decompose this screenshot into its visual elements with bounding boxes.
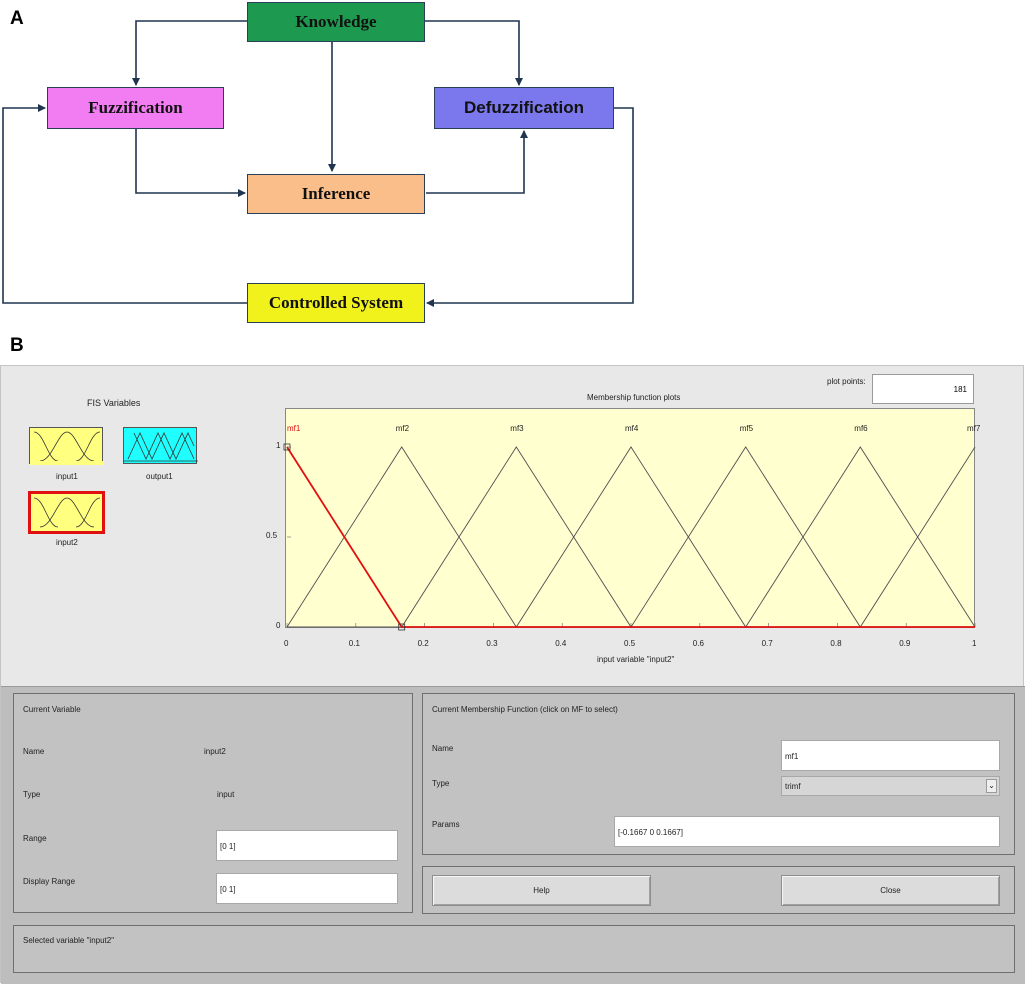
arrow-defuzzification-to-controlled — [426, 107, 634, 307]
mf-label-mf6[interactable]: mf6 — [854, 424, 868, 433]
mf-type-value: trimf — [785, 782, 801, 791]
x-tick-label: 0.7 — [761, 639, 773, 648]
fis-variable-input2[interactable] — [28, 491, 105, 534]
mf-label-mf2[interactable]: mf2 — [396, 424, 410, 433]
fis-variable-label: input1 — [56, 472, 78, 481]
mf-label-mf5[interactable]: mf5 — [740, 424, 754, 433]
mf-label-mf3[interactable]: mf3 — [510, 424, 524, 433]
x-tick-label: 0 — [284, 639, 289, 648]
mf-curve-mf1[interactable] — [286, 446, 975, 628]
help-button[interactable]: Help — [432, 875, 651, 906]
x-tick-label: 0.4 — [555, 639, 567, 648]
x-tick-label: 1 — [972, 639, 977, 648]
x-tick-label: 0.3 — [486, 639, 498, 648]
x-tick-label: 0.5 — [624, 639, 636, 648]
mf-label-mf1[interactable]: mf1 — [287, 424, 301, 433]
arrow-fuzzification-to-inference — [135, 129, 246, 197]
mf-name-label: Name — [432, 744, 454, 753]
variable-name-value: input2 — [204, 747, 226, 756]
x-tick-label: 0.6 — [692, 639, 704, 648]
range-input[interactable]: [0 1] — [216, 830, 398, 861]
x-tick-label: 0.9 — [899, 639, 911, 648]
x-tick-label: 0.2 — [417, 639, 429, 648]
mf-curve-mf7[interactable] — [287, 446, 976, 628]
y-tick-label: 1 — [276, 441, 281, 450]
fuzzification-box: Fuzzification — [47, 87, 224, 129]
current-variable-group: Current Variable Name input2 Type input … — [13, 693, 413, 913]
range-label: Range — [23, 834, 47, 843]
status-text: Selected variable "input2" — [23, 936, 115, 945]
display-range-input[interactable]: [0 1] — [216, 873, 398, 904]
mf-label-mf7[interactable]: mf7 — [967, 424, 981, 433]
controlled-system-box: Controlled System — [247, 283, 425, 323]
output-mf-thumbnail-icon — [124, 432, 198, 462]
fis-variable-label: input2 — [56, 538, 78, 547]
membership-function-editor: FIS Variables input1 output1 input2 plot… — [0, 365, 1025, 984]
fis-variable-input1[interactable] — [29, 427, 104, 465]
chevron-down-icon[interactable]: ⌄ — [986, 779, 997, 793]
fis-variables-title: FIS Variables — [87, 398, 141, 408]
arrow-controlled-to-fuzzification — [2, 104, 247, 304]
mf-curve-mf4[interactable] — [287, 446, 975, 628]
mf-handle[interactable] — [283, 443, 291, 451]
fis-variable-output1[interactable] — [123, 427, 198, 464]
mf-type-select[interactable]: trimf ⌄ — [781, 776, 1000, 796]
status-bar: Selected variable "input2" — [13, 925, 1015, 973]
plot-x-axis-label: input variable "input2" — [597, 655, 675, 664]
panel-label-a: A — [10, 8, 24, 29]
mf-handle[interactable] — [398, 623, 406, 631]
mf-curve-mf2[interactable] — [286, 446, 975, 628]
defuzzification-box: Defuzzification — [434, 87, 614, 129]
mf-label-mf4[interactable]: mf4 — [625, 424, 639, 433]
control-area: Current Variable Name input2 Type input … — [1, 686, 1025, 984]
variable-type-label: Type — [23, 790, 41, 799]
current-mf-group: Current Membership Function (click on MF… — [422, 693, 1015, 855]
panel-label-b: B — [10, 335, 24, 356]
x-tick-label: 0.8 — [830, 639, 842, 648]
arrow-knowledge-to-fuzzification — [132, 20, 247, 86]
arrow-knowledge-to-defuzzification — [425, 20, 523, 86]
mf-type-label: Type — [432, 779, 450, 788]
plot-points-input[interactable]: 181 — [872, 374, 974, 404]
input-mf-thumbnail-icon — [33, 497, 101, 528]
plot-points-label: plot points: — [827, 377, 866, 386]
block-diagram-arrows — [2, 20, 634, 307]
membership-function-plot[interactable]: mf2 mf3 mf4 mf5 mf6 mf7 mf1 — [283, 408, 981, 631]
x-tick-label: 0.1 — [348, 639, 360, 648]
mf-name-input[interactable]: mf1 — [781, 740, 1000, 771]
mf-curve-mf3[interactable] — [287, 446, 975, 628]
current-mf-title: Current Membership Function (click on MF… — [432, 705, 618, 714]
fis-variable-label: output1 — [146, 472, 173, 481]
params-label: Params — [432, 820, 460, 829]
arrow-inference-to-defuzzification — [426, 130, 528, 194]
current-variable-title: Current Variable — [23, 705, 81, 714]
y-tick-label: 0.5 — [266, 531, 278, 540]
variable-name-label: Name — [23, 747, 45, 756]
input-mf-thumbnail-icon — [30, 431, 104, 465]
knowledge-box: Knowledge — [247, 2, 425, 42]
button-group: Help Close — [422, 866, 1015, 914]
close-button[interactable]: Close — [781, 875, 1000, 906]
mf-curve-mf5[interactable] — [287, 446, 975, 628]
inference-box: Inference — [247, 174, 425, 214]
display-range-label: Display Range — [23, 877, 76, 886]
variable-type-value: input — [217, 790, 235, 799]
mf-curve-mf6[interactable] — [287, 446, 976, 628]
y-tick-label: 0 — [276, 621, 281, 630]
params-input[interactable]: [-0.1667 0 0.1667] — [614, 816, 1000, 847]
plot-title: Membership function plots — [587, 393, 681, 402]
